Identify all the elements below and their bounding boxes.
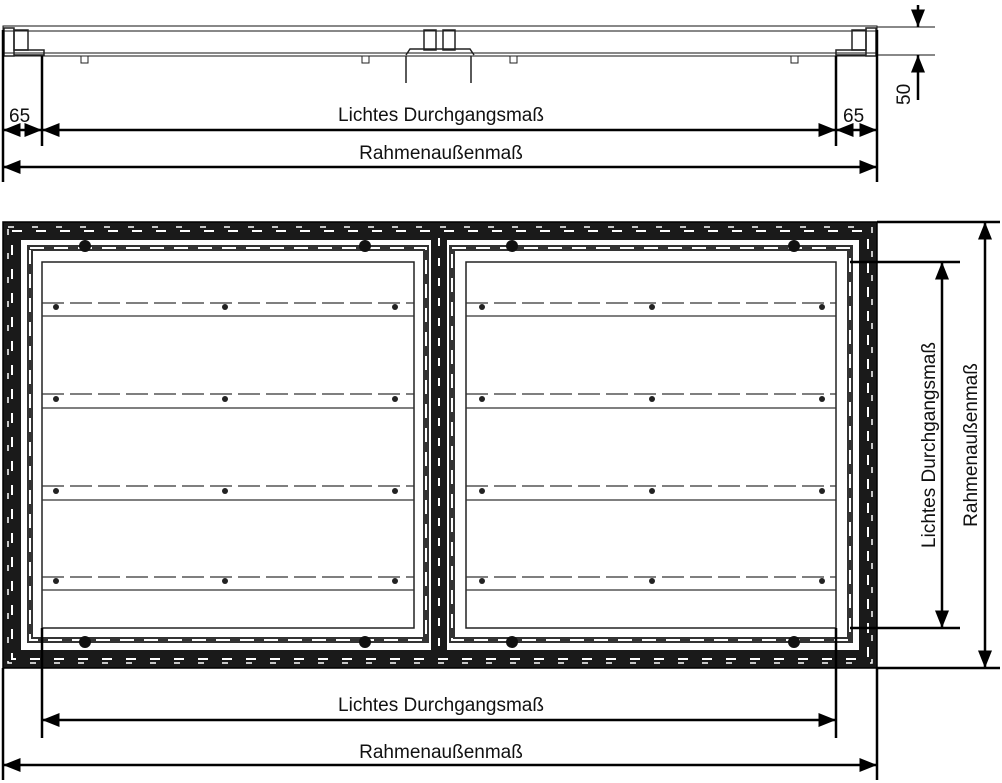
frame-profile-left <box>3 27 45 57</box>
dim-left-offset-label: 65 <box>9 106 30 127</box>
rib-bolts <box>53 304 825 584</box>
cover-leaf-left <box>27 245 429 643</box>
cover-leaf-right <box>449 245 853 643</box>
cover-plate-top <box>2 25 878 32</box>
dim-frame-width-label: Rahmenaußenmaß <box>359 742 523 763</box>
center-support-profile <box>405 29 475 83</box>
outer-frame <box>2 221 878 669</box>
lifting-points <box>79 240 800 648</box>
dim-clear-height-label: Lichtes Durchgangsmaß <box>919 342 940 548</box>
dim-right-offset-label: 65 <box>843 106 864 127</box>
dim-frame-width-label: Rahmenaußenmaß <box>359 143 523 164</box>
frame-profile-right <box>835 27 877 57</box>
center-seam <box>431 238 447 652</box>
support-tabs <box>80 55 799 64</box>
dim-height-label: 50 <box>894 84 915 105</box>
dim-frame-height-label: Rahmenaußenmaß <box>961 363 982 527</box>
dim-clear-width-label: Lichtes Durchgangsmaß <box>338 105 544 126</box>
stiffening-ribs <box>42 302 836 591</box>
section-view: 50 65 Lichtes Durchgangsmaß 65 Rahmenauß… <box>1 5 935 182</box>
plan-view: Lichtes Durchgangsmaß Rahmenaußenmaß Lic… <box>1 220 1000 780</box>
dim-clear-width-label: Lichtes Durchgangsmaß <box>338 695 544 716</box>
